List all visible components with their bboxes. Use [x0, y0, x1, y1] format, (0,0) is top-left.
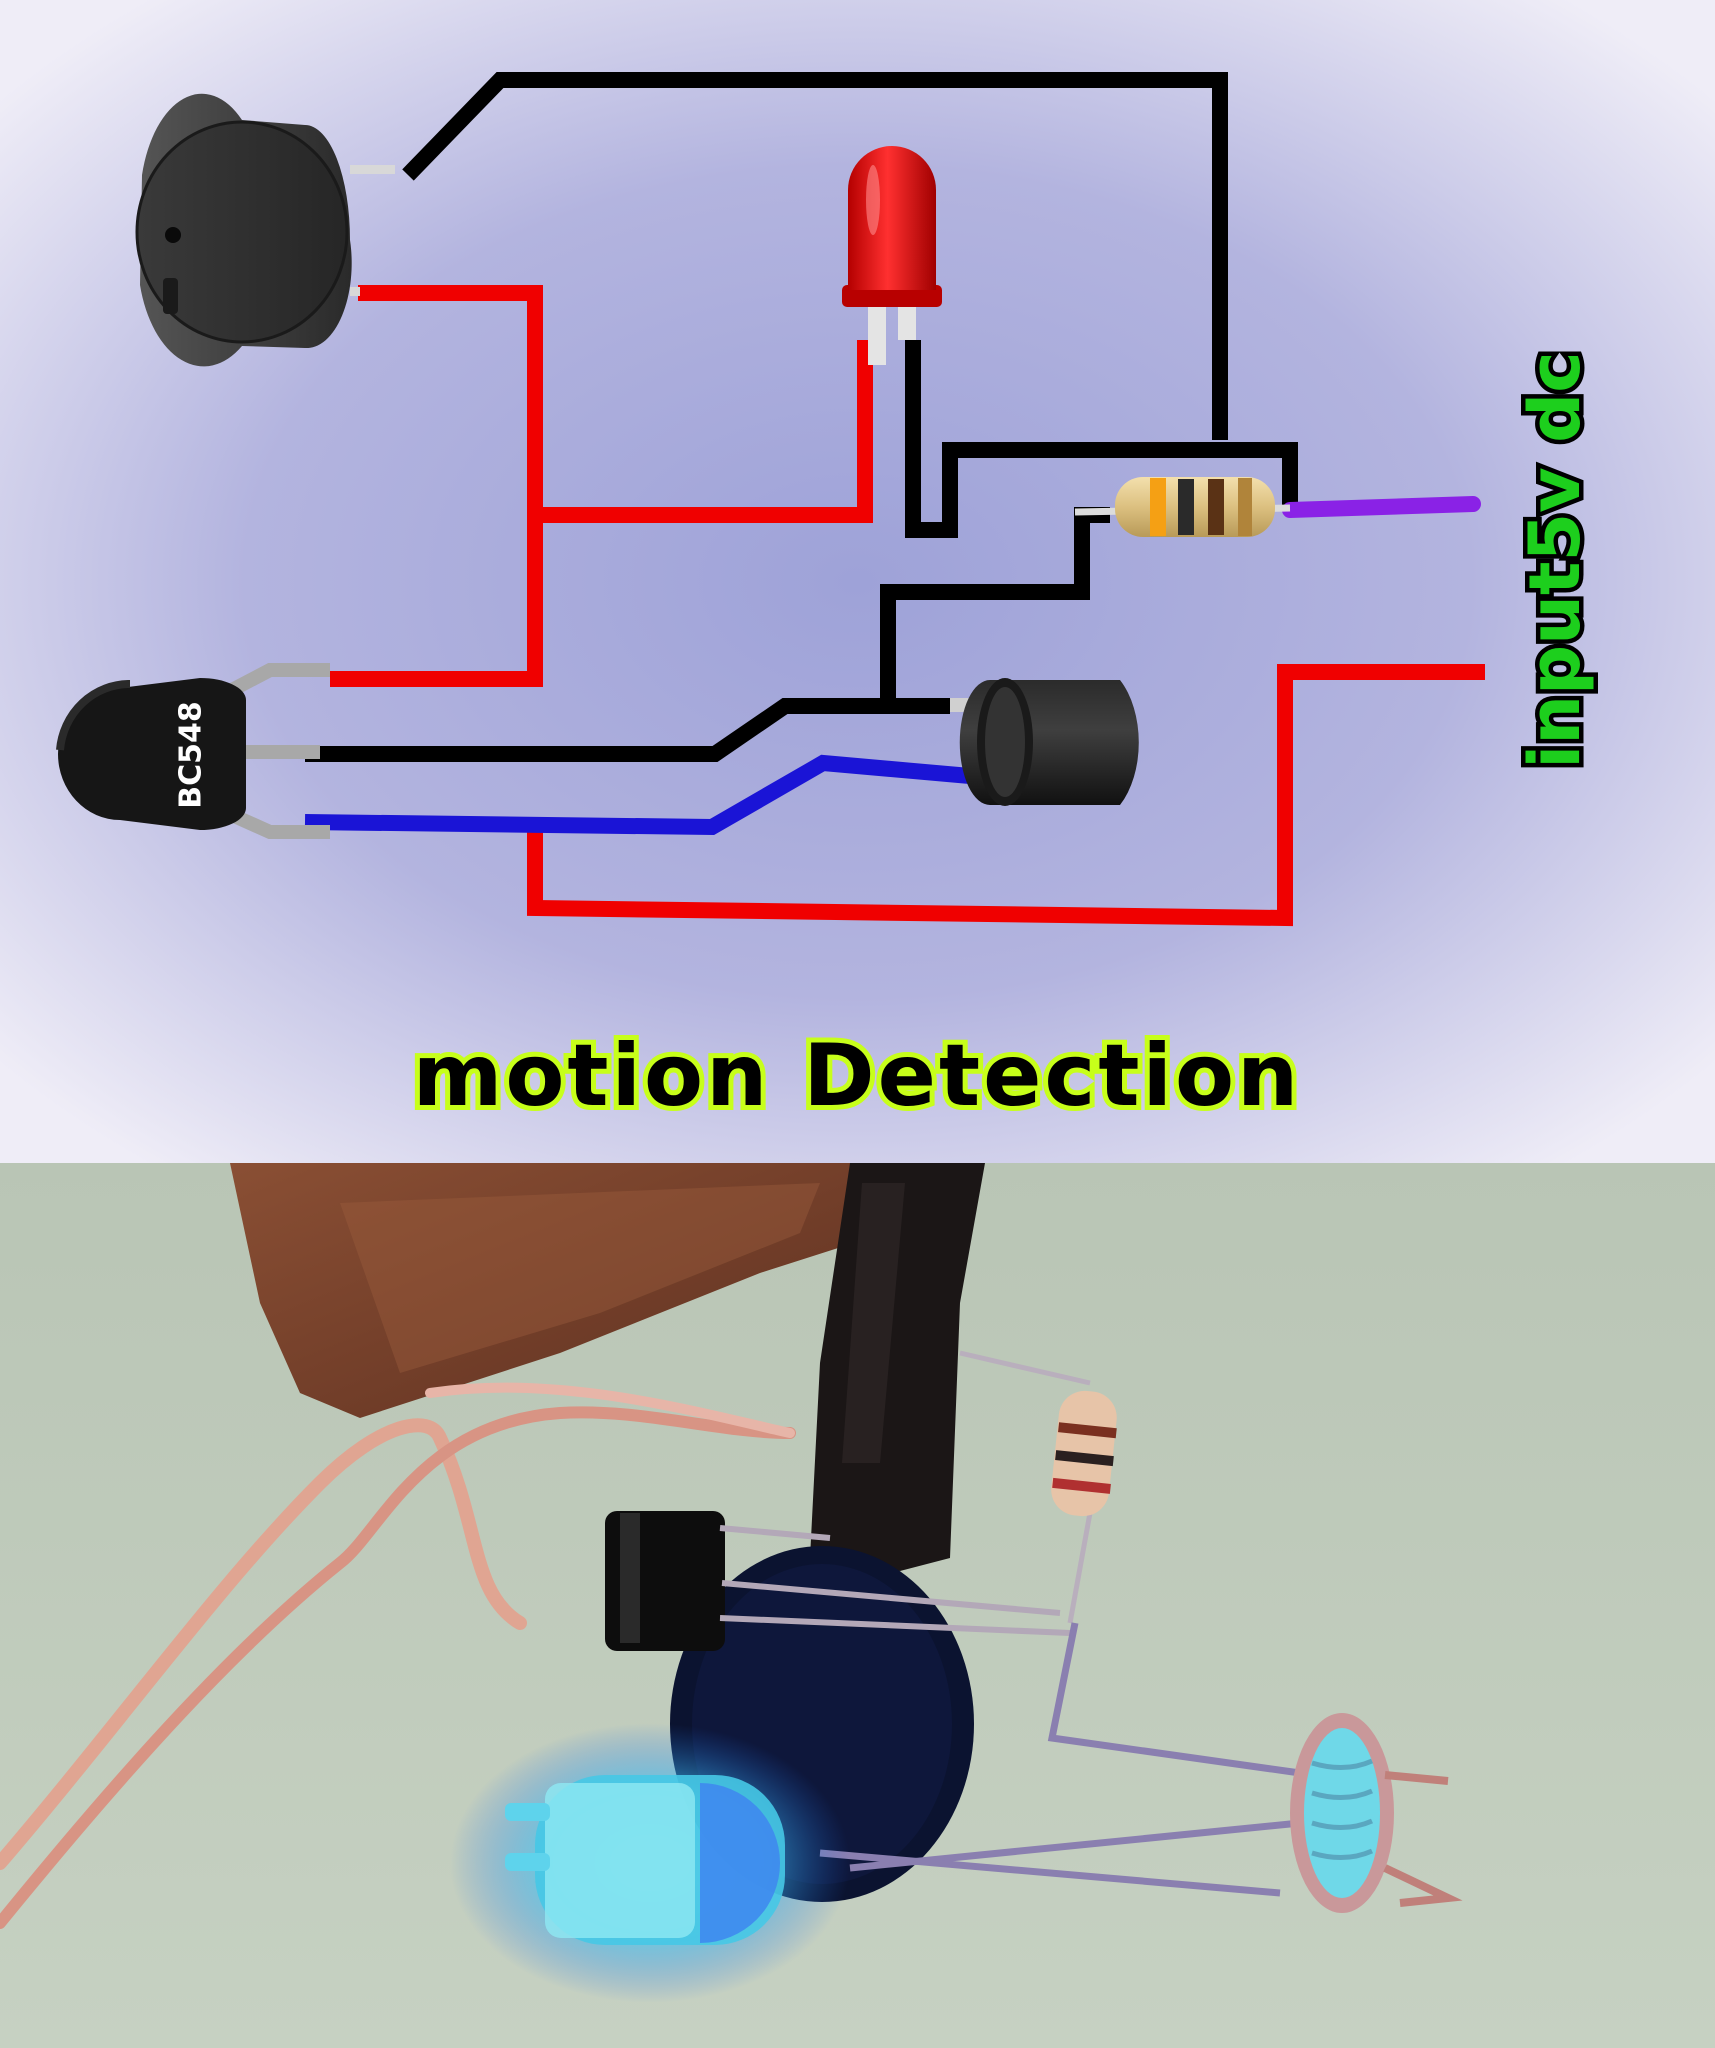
transistor-icon: BC548: [56, 663, 330, 839]
buzzer-icon: [135, 93, 395, 367]
resistor-icon: [1074, 477, 1291, 537]
wire-led-to-resistor: [905, 340, 1298, 538]
wire-input-positive: [1282, 496, 1481, 518]
photo-resistor: [959, 1350, 1117, 1624]
wire-ground-return: [527, 664, 1485, 927]
wire-junction-to-led: [535, 340, 873, 523]
led-icon: [842, 146, 942, 365]
photo-transistor: [605, 1511, 1071, 1651]
wooden-board: [230, 1163, 860, 1418]
diagram-title: motion Detection: [413, 1026, 1302, 1126]
ir-sensor-icon: [950, 678, 1139, 806]
wire-emitter: [304, 754, 971, 836]
circuit-photo: [0, 1163, 1715, 2048]
red-wires: [330, 285, 1485, 927]
twisted-wires: [0, 1382, 796, 1929]
mounting-stick: [810, 1163, 985, 1571]
transistor-label: BC548: [174, 701, 209, 809]
photo-ldr: [1290, 1713, 1463, 1913]
input-label: input5v dc: [1514, 351, 1596, 769]
circuit-diagram: BC548 motion Detection input5v dc: [0, 0, 1715, 1163]
wire-buzzer-to-collector: [330, 285, 543, 687]
photo-lead: [1047, 1622, 1301, 1777]
photo-blue-led: [450, 1723, 850, 2003]
wire-buzzer-top-to-rail: [402, 72, 1228, 440]
wire-transistor-base: [305, 698, 950, 762]
